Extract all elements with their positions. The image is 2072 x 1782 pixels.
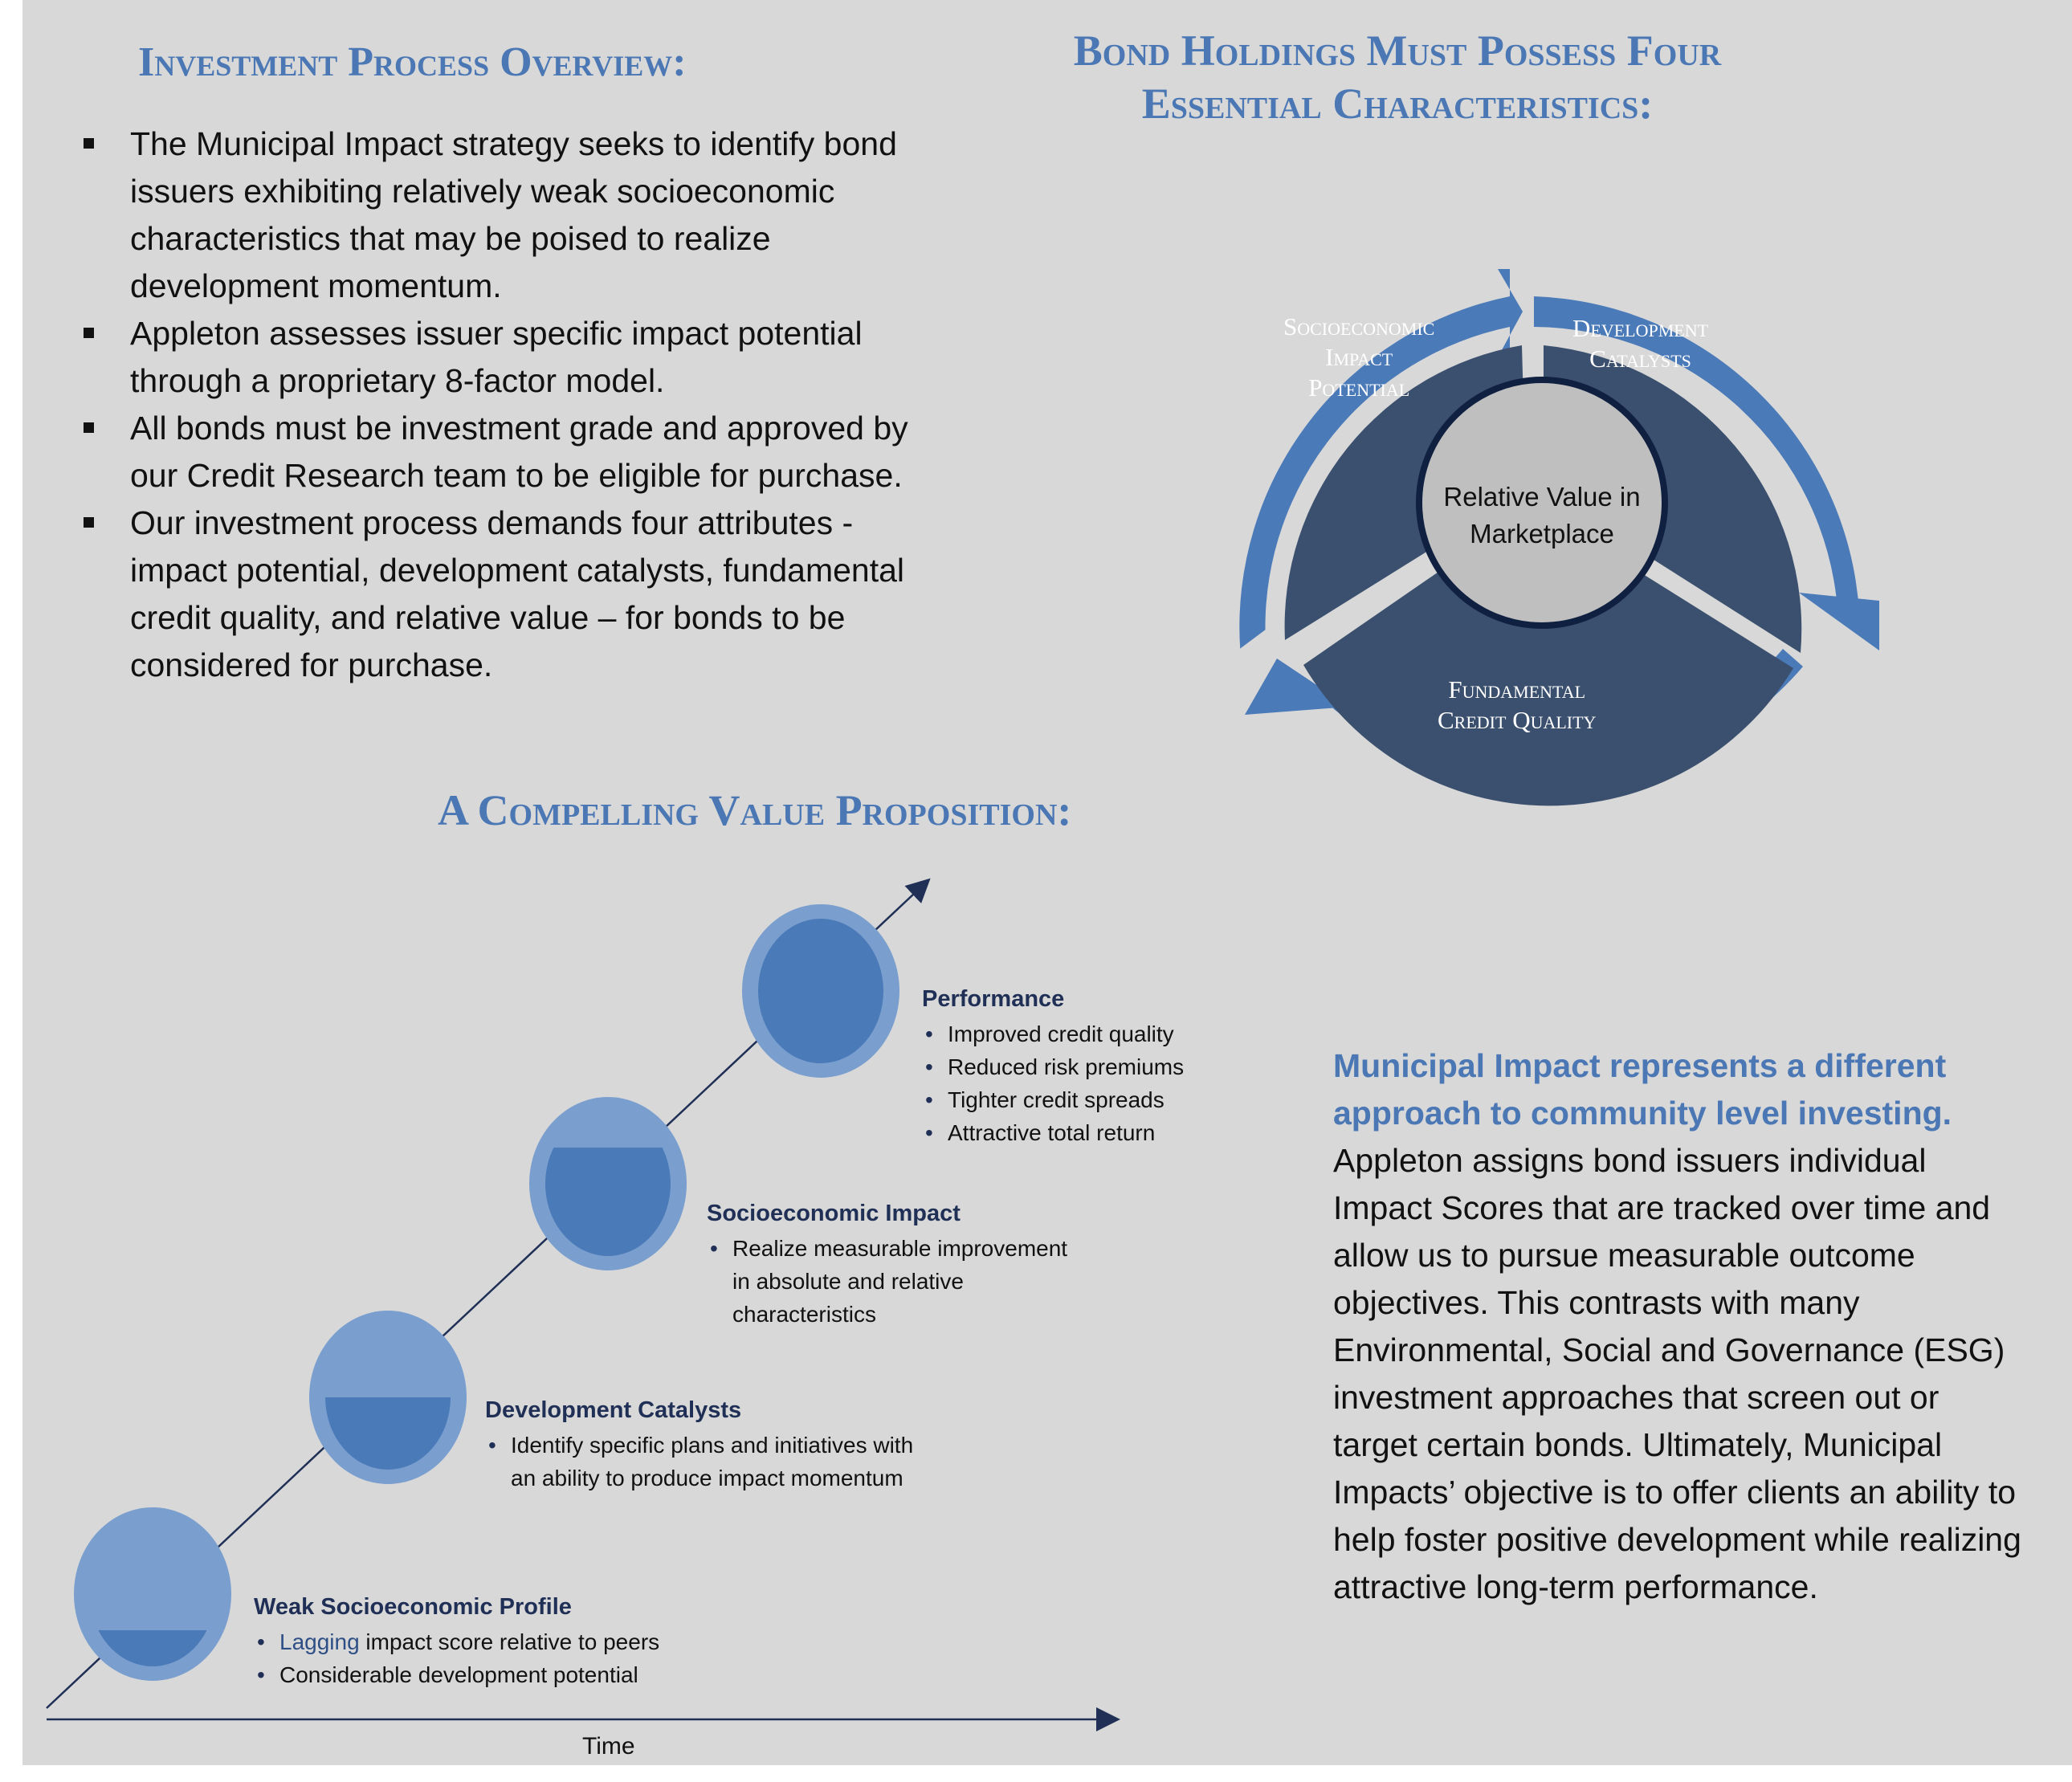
stage-development-item-1: Identify specific plans and initiatives … bbox=[485, 1429, 913, 1462]
stage-socioeconomic-impact-list: Realize measurable improvement in absolu… bbox=[707, 1232, 1067, 1331]
stage-performance-item-1: Improved credit quality bbox=[922, 1017, 1184, 1050]
label-development-catalysts: Development Catalysts bbox=[1572, 314, 1709, 373]
ring-arc-right bbox=[1534, 296, 1859, 612]
stage-performance-item-3: Tighter credit spreads bbox=[922, 1083, 1184, 1116]
label-fundamental-credit-quality: Fundamental Credit Quality bbox=[1438, 675, 1597, 734]
stage-fill-performance bbox=[758, 919, 883, 1063]
bond-title-line1: Bond Holdings Must Possess Four bbox=[1073, 27, 1722, 75]
stage-weak-socioeconomic-list: Lagging impact score relative to peers C… bbox=[254, 1625, 659, 1691]
stage-fill-development-catalysts bbox=[325, 1397, 451, 1470]
ring-arrowhead-top-left bbox=[1498, 269, 1523, 357]
value-proposition-title: A Compelling Value Proposition: bbox=[438, 786, 1072, 834]
proposition-body: Appleton assigns bond issuers individual… bbox=[1333, 1142, 2021, 1605]
stage-performance-list: Improved credit quality Reduced risk pre… bbox=[922, 1017, 1184, 1149]
stage-impact-item-3: characteristics bbox=[732, 1302, 876, 1327]
time-axis-label: Time bbox=[582, 1733, 635, 1760]
label-socioeconomic-impact-potential: Socioeconomic Impact Potential bbox=[1283, 312, 1435, 402]
stage-impact-item-1: Realize measurable improvement bbox=[707, 1232, 1067, 1265]
stage-performance-item-2: Reduced risk premiums bbox=[922, 1050, 1184, 1083]
ring-arrowhead-bottom bbox=[1245, 659, 1349, 715]
center-circle bbox=[1416, 377, 1668, 629]
label-relative-value: Relative Value in Marketplace bbox=[1443, 482, 1641, 548]
progression-graphic bbox=[46, 878, 1120, 1731]
stage-impact-item-2: in absolute and relative bbox=[732, 1269, 964, 1294]
bond-title: Bond Holdings Must Possess Four Essentia… bbox=[867, 24, 1927, 130]
stage-weak-socioeconomic-title: Weak Socioeconomic Profile bbox=[254, 1594, 572, 1620]
stage-development-item-2: an ability to produce impact momentum bbox=[511, 1466, 903, 1490]
overview-bullet-list: The Municipal Impact strategy seeks to i… bbox=[80, 120, 916, 689]
stage-fill-socioeconomic-impact bbox=[545, 1148, 671, 1256]
stage-development-catalysts-list: Identify specific plans and initiatives … bbox=[485, 1429, 913, 1495]
overview-bullet-4: Our investment process demands four attr… bbox=[80, 500, 916, 689]
segment-fundamental bbox=[1303, 506, 1793, 806]
bond-title-line2: Essential Characteristics: bbox=[1141, 80, 1654, 128]
overview-title: Investment Process Overview: bbox=[138, 39, 687, 85]
stage-development-catalysts-title: Development Catalysts bbox=[485, 1397, 742, 1423]
overview-bullet-3: All bonds must be investment grade and a… bbox=[80, 405, 916, 500]
stage-fill-weak-socioeconomic bbox=[98, 1630, 207, 1666]
stage-performance-item-4: Attractive total return bbox=[922, 1116, 1184, 1149]
overview-bullet-2: Appleton assesses issuer specific impact… bbox=[80, 310, 916, 405]
stage-weak-item-1: Lagging impact score relative to peers bbox=[254, 1625, 659, 1658]
proposition-block: Municipal Impact represents a different … bbox=[1333, 1042, 2024, 1611]
overview-bullet-1: The Municipal Impact strategy seeks to i… bbox=[80, 120, 916, 310]
characteristics-cycle-diagram: Socioeconomic Impact Potential Developme… bbox=[1173, 145, 1895, 867]
stage-weak-item-2: Considerable development potential bbox=[254, 1658, 659, 1691]
proposition-lead: Municipal Impact represents a different … bbox=[1333, 1047, 1952, 1132]
cycle-graphic bbox=[1239, 269, 1895, 806]
ring-arrowhead-right bbox=[1799, 593, 1895, 650]
stage-socioeconomic-impact-title: Socioeconomic Impact bbox=[707, 1201, 961, 1226]
stage-performance-title: Performance bbox=[922, 986, 1065, 1012]
ring-arc-top-left bbox=[1239, 296, 1510, 649]
